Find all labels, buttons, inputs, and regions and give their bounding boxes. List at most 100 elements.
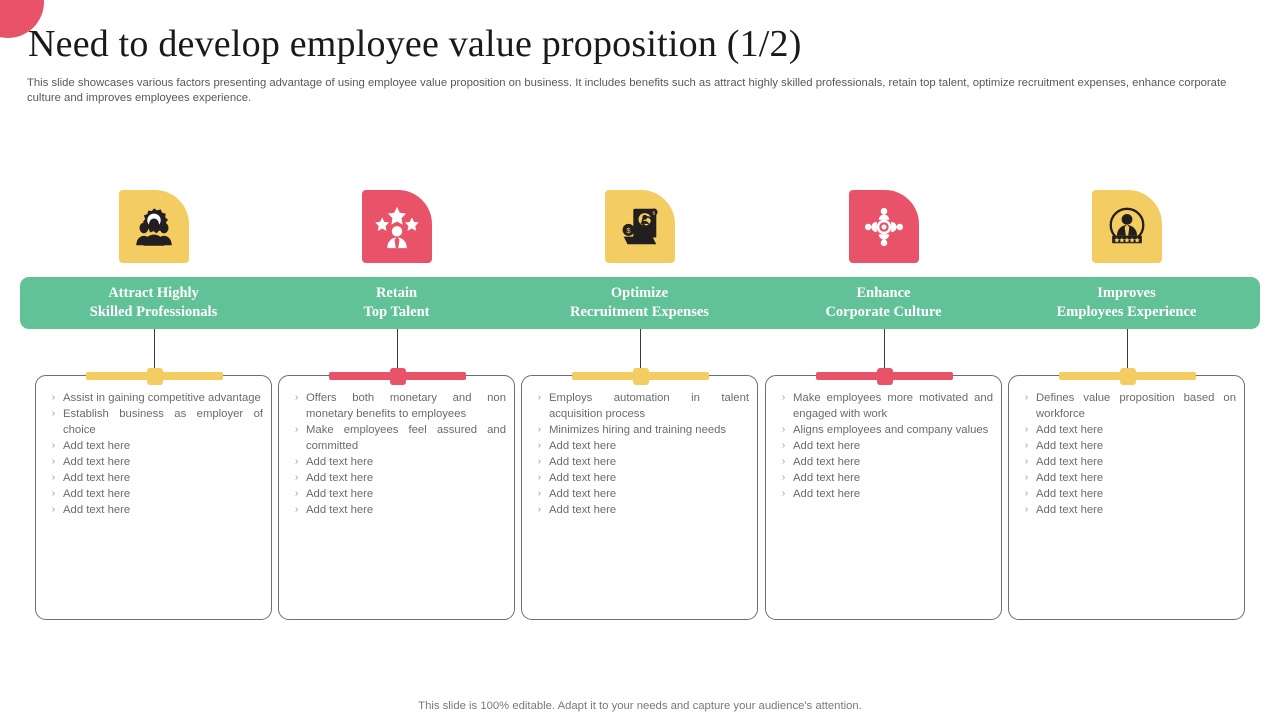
list-item[interactable]: › Add text here [530, 438, 749, 454]
content-card-4[interactable]: ›Make employees more motivated and engag… [765, 368, 1002, 620]
list-item-label: Add text here [1036, 424, 1104, 436]
list-item[interactable]: ›Defines value proposition based on work… [1017, 390, 1236, 422]
chevron-right-icon: › [781, 424, 786, 435]
list-item[interactable]: › Make employees feel assured and committ… [287, 422, 506, 454]
heading-line-2: Recruitment Expenses [570, 304, 709, 320]
list-item-label: Aligns employees and company values [793, 424, 989, 436]
page-title: Need to develop employee value propositi… [28, 23, 802, 65]
list-item-label: Employs automation in talent acquisition… [549, 392, 749, 420]
list-item[interactable]: ›Add text here [1017, 486, 1236, 502]
icon-tile-4 [849, 190, 919, 263]
card-accent-knob-3 [632, 368, 649, 385]
list-item[interactable]: › Add text here [44, 502, 263, 518]
list-item-label: Add text here [63, 488, 131, 500]
list-item-label: Add text here [63, 456, 131, 468]
list-item-label: Add text here [306, 456, 374, 468]
list-item[interactable]: ›Add text here [530, 470, 749, 486]
resume-search-money-icon: $ $ [617, 204, 663, 250]
list-item[interactable]: › Add text here [1017, 422, 1236, 438]
list-item[interactable]: › Minimizes hiring and training needs [530, 422, 749, 438]
list-item[interactable]: › Add text here [1017, 438, 1236, 454]
list-item-label: Add text here [306, 504, 374, 516]
icon-tile-2 [362, 190, 432, 263]
people-gear-icon [131, 204, 177, 250]
svg-text:$: $ [653, 210, 656, 216]
list-item-label: Add text here [63, 504, 131, 516]
content-card-2[interactable]: ›Offers both monetary and non monetary b… [278, 368, 515, 620]
list-item-label: Add text here [549, 504, 617, 516]
list-item[interactable]: ›Add text here [287, 470, 506, 486]
list-item-label: Establish business as employer of choice [63, 408, 263, 436]
list-item-label: Add text here [793, 456, 861, 468]
list-item[interactable]: ›Assist in gaining competitive advantage [44, 390, 263, 406]
chevron-right-icon: › [537, 440, 542, 451]
bullet-list-3: › Employs automation in talent acquisitio… [530, 390, 749, 518]
chevron-right-icon: › [1024, 456, 1029, 467]
card-accent-knob-1 [146, 368, 163, 385]
list-item-label: Add text here [1036, 440, 1104, 452]
icon-tile-1 [119, 190, 189, 263]
chevron-right-icon: › [1024, 488, 1029, 499]
chevron-right-icon: › [294, 424, 299, 435]
list-item[interactable]: ›Add text here [44, 486, 263, 502]
list-item[interactable]: › Establish business as employer of choic… [44, 406, 263, 438]
list-item[interactable]: › Add text here [1017, 502, 1236, 518]
list-item-label: Minimizes hiring and training needs [549, 424, 727, 436]
list-item[interactable]: ›Employs automation in talent acquisitio… [530, 390, 749, 422]
bullet-list-1: ›Assist in gaining competitive advantage… [44, 390, 263, 518]
heading-line-1: Attract Highly [108, 285, 199, 301]
chevron-right-icon: › [537, 488, 542, 499]
list-item[interactable]: ›Add text here [44, 454, 263, 470]
list-item-label: Defines value proposition based on workf… [1036, 392, 1236, 420]
list-item-label: Add text here [1036, 472, 1104, 484]
list-item[interactable]: ›Add text here [44, 438, 263, 454]
list-item-label: Make employees feel assured and committe… [306, 424, 506, 452]
list-item[interactable]: ›Add text here [44, 470, 263, 486]
list-item-label: Add text here [306, 488, 374, 500]
list-item-label: Add text here [306, 472, 374, 484]
team-network-icon [861, 204, 907, 250]
list-item-label: Add text here [549, 440, 617, 452]
list-item[interactable]: › Add text here [1017, 454, 1236, 470]
list-item[interactable]: ›Add text here [287, 502, 506, 518]
connector-stem-1 [154, 329, 155, 375]
list-item[interactable]: ›Add text here [530, 454, 749, 470]
content-card-5[interactable]: › Defines value proposition based on work… [1008, 368, 1245, 620]
chevron-right-icon: › [537, 472, 542, 483]
content-card-3[interactable]: › Employs automation in talent acquisitio… [521, 368, 758, 620]
bullet-list-5: › Defines value proposition based on work… [1017, 390, 1236, 518]
list-item[interactable]: ›Add text here [287, 454, 506, 470]
chevron-right-icon: › [537, 424, 542, 435]
heading-line-2: Employees Experience [1056, 304, 1197, 320]
list-item[interactable]: ›Add text here [774, 454, 993, 470]
chevron-right-icon: › [1024, 440, 1029, 451]
list-item[interactable]: › Aligns employees and company values [774, 422, 993, 438]
list-item-label: Add text here [1036, 456, 1104, 468]
list-item-label: Add text here [1036, 504, 1104, 516]
connector-stem-4 [884, 329, 885, 375]
chevron-right-icon: › [51, 392, 56, 403]
slide-description: This slide showcases various factors pre… [27, 77, 1227, 104]
chevron-right-icon: › [51, 408, 56, 419]
list-item[interactable]: ›Add text here [1017, 470, 1236, 486]
list-item[interactable]: ›Add text here [287, 486, 506, 502]
list-item[interactable]: ›Make employees more motivated and engag… [774, 390, 993, 422]
list-item[interactable]: ›Offers both monetary and non monetary b… [287, 390, 506, 422]
chevron-right-icon: › [537, 456, 542, 467]
chevron-right-icon: › [1024, 424, 1029, 435]
list-item[interactable]: ›Add text here [774, 470, 993, 486]
list-item[interactable]: ›Add text here [774, 438, 993, 454]
list-item[interactable]: ›Add text here [774, 486, 993, 502]
content-card-1[interactable]: ›Assist in gaining competitive advantage… [35, 368, 272, 620]
chevron-right-icon: › [51, 504, 56, 515]
list-item[interactable]: ›Add text here [530, 486, 749, 502]
chevron-right-icon: › [781, 472, 786, 483]
list-item-label: Add text here [793, 440, 861, 452]
list-item[interactable]: ›Add text here [530, 502, 749, 518]
chevron-right-icon: › [1024, 504, 1029, 515]
bullet-list-4: ›Make employees more motivated and engag… [774, 390, 993, 502]
